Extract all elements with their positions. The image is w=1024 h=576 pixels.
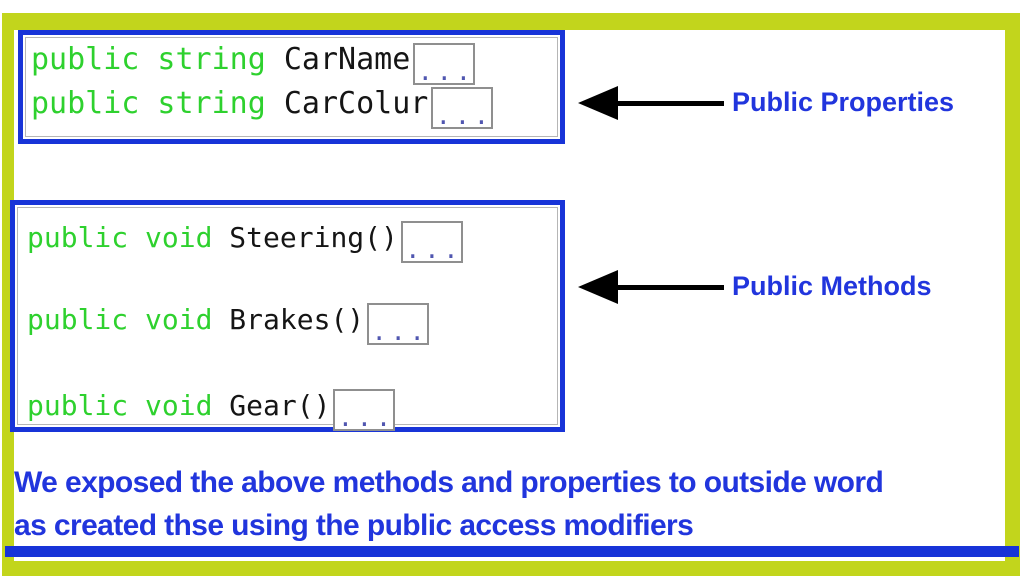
code-line-carcolur: public string CarColur ... (31, 85, 494, 129)
bottom-divider-bar (5, 546, 1019, 557)
code-fold-toggle[interactable]: ... (367, 303, 430, 345)
identifier-token: Gear() (229, 388, 331, 422)
identifier-token: Brakes() (229, 302, 365, 336)
keyword-token: public void (27, 388, 230, 422)
code-line-gear: public void Gear() ... (27, 387, 396, 431)
footer-note: We exposed the above methods and propert… (14, 461, 994, 547)
left-arrow-icon (578, 86, 724, 120)
code-fold-toggle[interactable]: ... (431, 87, 494, 129)
properties-label: Public Properties (732, 87, 955, 117)
methods-label: Public Methods (732, 271, 932, 301)
footer-note-line2: as created thse using the public access … (14, 509, 694, 542)
code-fold-toggle[interactable]: ... (400, 221, 463, 263)
properties-code-box: public string CarName ... public string … (18, 30, 565, 144)
left-arrow-icon (578, 270, 724, 304)
keyword-token: public void (27, 220, 230, 254)
code-line-carname: public string CarName ... (31, 41, 476, 85)
arrow-head-icon (578, 270, 618, 304)
arrow-head-icon (578, 86, 618, 120)
code-fold-toggle[interactable]: ... (413, 43, 476, 85)
code-fold-toggle[interactable]: ... (333, 389, 396, 431)
keyword-token: public void (27, 302, 230, 336)
identifier-token: CarColur (283, 85, 429, 121)
arrow-shaft (614, 101, 724, 106)
methods-code-box: public void Steering() ... public void B… (10, 200, 565, 432)
arrow-shaft (614, 285, 724, 290)
keyword-token: public string (31, 85, 284, 121)
identifier-token: Steering() (229, 220, 398, 254)
code-line-brakes: public void Brakes() ... (27, 301, 430, 345)
footer-note-line1: We exposed the above methods and propert… (14, 466, 884, 499)
chartreuse-frame (2, 13, 1020, 576)
keyword-token: public string (31, 41, 284, 77)
code-line-steering: public void Steering() ... (27, 219, 463, 263)
identifier-token: CarName (283, 41, 411, 77)
